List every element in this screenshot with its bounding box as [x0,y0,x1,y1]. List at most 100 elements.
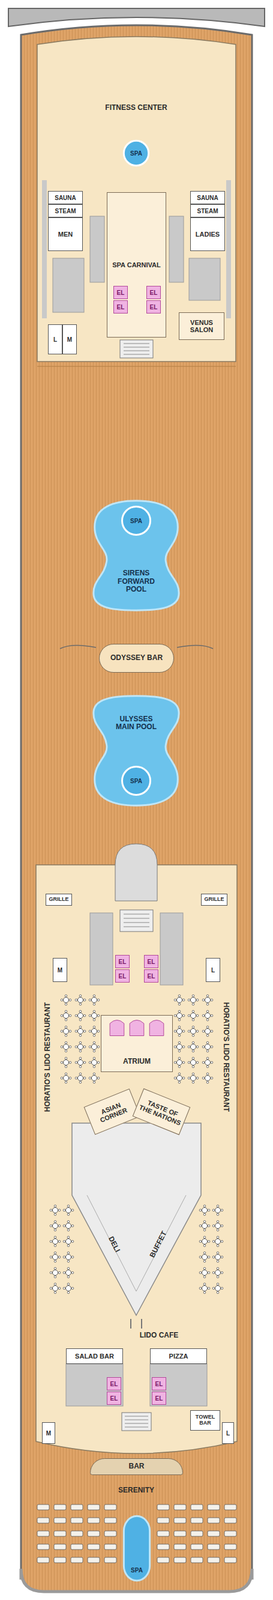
chair [79,1033,82,1036]
room-name: STEAM [197,207,219,215]
dining-table [88,1040,100,1052]
chair [54,1274,57,1277]
dining-table [75,1071,86,1083]
room-name: TOWEL BAR [192,1413,218,1425]
spa-water [122,766,151,795]
chair [93,1009,96,1012]
chair [93,1033,96,1036]
table-top [190,1074,197,1080]
chair [64,1024,68,1028]
elevator: EL [106,1390,122,1404]
chair [196,997,199,1001]
chair [75,1044,78,1047]
chair [196,1029,199,1032]
dining-table [49,1203,61,1215]
room-name: SPA [130,517,143,524]
table-top [52,1237,59,1244]
dining-table [75,1009,86,1020]
table-top [177,996,183,1002]
chair [97,1060,100,1063]
chair [67,1258,70,1262]
room-name: VENUS SALON [183,318,221,333]
room-name: EL [147,972,156,979]
table-top [78,1027,84,1034]
chair [192,1002,195,1005]
chair [69,1013,72,1016]
chair [79,1024,82,1028]
room-name: ODYSSEY BAR [110,653,163,662]
chair [202,1013,205,1016]
dining-table [174,1071,185,1083]
table-top [177,1012,183,1018]
room-name: SPA [130,1565,143,1572]
elevator: EL [151,1390,167,1404]
dining-table [63,1281,74,1293]
table-top [66,1222,72,1228]
restaurant-label: HORATIO'S LIDO RESTAURANT [43,1001,52,1111]
dining-table [49,1250,61,1262]
chair [93,1056,96,1059]
table-top [202,1206,208,1212]
chair [203,1266,206,1269]
chair [54,1234,57,1238]
dining-table [199,1250,210,1262]
chair [216,1203,219,1206]
spa-water [123,1514,150,1580]
dining-table [202,1040,213,1052]
wall-block [90,912,113,984]
table-top [215,1237,221,1244]
arch [109,1018,125,1035]
table-top [63,1059,69,1065]
chair [202,997,205,1001]
dining-table [49,1219,61,1230]
chair [54,1227,57,1230]
dining-table [75,1040,86,1052]
dining-table [199,1203,210,1215]
elevator: EL [106,1375,122,1389]
lounger [104,1542,117,1548]
room-name: L [53,336,57,343]
chair [88,1013,92,1016]
chair [216,1266,219,1269]
chair [207,1254,210,1257]
chair [182,1013,185,1016]
chair [216,1258,219,1262]
dining-table [187,993,199,1005]
spa-area: SPA CARNIVALELELELEL [106,192,167,338]
lounger [190,1516,203,1522]
chair [210,1060,213,1063]
lounger [37,1529,50,1535]
chair [216,1290,219,1293]
arch [149,1018,164,1035]
chair [206,1040,209,1043]
room-name: EL [150,303,158,311]
room: STEAM [190,204,225,218]
chair [174,1060,177,1063]
chair [79,993,82,996]
table-top [78,996,84,1002]
chair [178,1080,181,1083]
salon: VENUS SALON [178,312,225,340]
chair [212,1239,215,1242]
lounger [37,1555,50,1562]
lounger [174,1503,186,1509]
room-name: STEAM [55,207,77,215]
room: STEAM [48,204,83,218]
chair [220,1270,224,1273]
elevator: EL [146,300,161,314]
lift-room: M [62,324,77,354]
table-top [63,996,69,1002]
chair [83,1013,86,1016]
chair [182,1029,185,1032]
chair [75,1029,78,1032]
lounger [104,1516,117,1522]
chair [206,1056,209,1059]
chair [79,1009,82,1012]
chair [79,1064,82,1067]
dining-table [60,1009,72,1020]
lounger [37,1542,50,1548]
wall-block [169,216,184,282]
chair [83,1029,86,1032]
chair [67,1290,70,1293]
pool: SIRENS FORWARD POOLSPA [90,498,183,612]
